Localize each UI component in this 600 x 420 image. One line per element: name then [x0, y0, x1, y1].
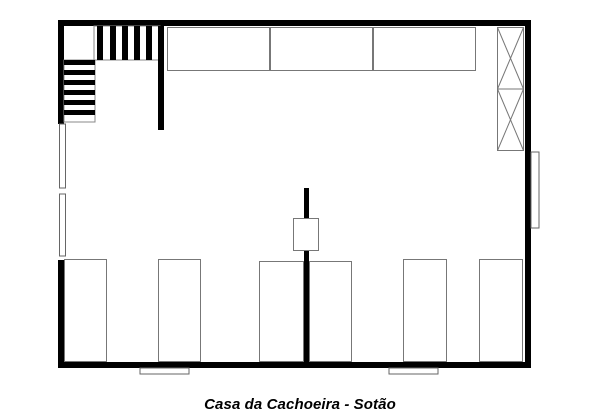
partition-wall-lower [304, 251, 309, 362]
bottom-wall [58, 362, 531, 368]
right-wall [525, 20, 531, 368]
bottom-window-right [388, 367, 439, 375]
stair-rail-wall [158, 26, 164, 130]
outer-walls [58, 20, 531, 368]
bed [403, 259, 447, 362]
stair-step [64, 110, 95, 115]
wardrobe [497, 27, 524, 151]
stair-step [64, 80, 95, 85]
stair-step [134, 26, 140, 60]
left-wall-lower [58, 260, 64, 368]
top-wall [58, 20, 531, 26]
center-partition [293, 188, 319, 362]
bottom-window-left [139, 367, 190, 375]
wardrobe-cross [497, 27, 524, 90]
stair-step [110, 26, 116, 60]
left-window-upper [59, 123, 66, 189]
cabinet [167, 27, 270, 71]
stair-step [122, 26, 128, 60]
cabinet [373, 27, 476, 71]
bed [479, 259, 523, 362]
bed [259, 261, 304, 362]
plan-caption: Casa da Cachoeira - Sotão [204, 396, 396, 413]
stair-step [146, 26, 152, 60]
stair-steps-horizontal [64, 60, 95, 115]
stair-step [97, 26, 103, 60]
staircase [63, 25, 164, 130]
beds [64, 259, 523, 362]
stair-step [64, 70, 95, 75]
wardrobe-cross [497, 88, 524, 151]
bottom-windows [139, 367, 439, 375]
left-wall-upper [58, 20, 64, 124]
chimney-box [293, 218, 319, 251]
bed [158, 259, 201, 362]
stair-step [64, 90, 95, 95]
top-cabinets [167, 27, 476, 71]
right-window [530, 151, 540, 229]
stair-step [64, 60, 95, 65]
bed [64, 259, 107, 362]
stair-step [64, 100, 95, 105]
left-windows [59, 123, 66, 257]
stair-steps-vertical [97, 26, 152, 60]
bed [309, 261, 352, 362]
cabinet [270, 27, 373, 71]
left-window-lower [59, 193, 66, 257]
partition-wall-upper [304, 188, 309, 218]
